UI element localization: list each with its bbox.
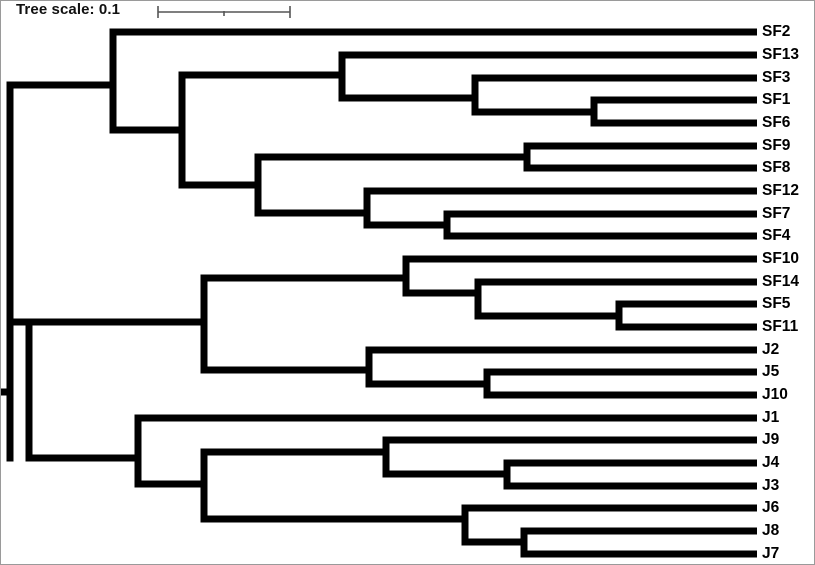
tip-label-sf11[interactable]: SF11 bbox=[762, 318, 799, 335]
tip-label-sf5[interactable]: SF5 bbox=[762, 295, 791, 312]
tip-label-j4[interactable]: J4 bbox=[762, 454, 780, 471]
tip-label-j2[interactable]: J2 bbox=[762, 341, 780, 358]
tip-label-j1[interactable]: J1 bbox=[762, 409, 780, 426]
tip-label-j8[interactable]: J8 bbox=[762, 522, 780, 539]
tip-label-j9[interactable]: J9 bbox=[762, 431, 780, 448]
tip-label-sf2[interactable]: SF2 bbox=[762, 23, 791, 40]
tree-scale-label: Tree scale: 0.1 bbox=[16, 1, 121, 18]
tip-label-j3[interactable]: J3 bbox=[762, 477, 780, 494]
tip-label-j7[interactable]: J7 bbox=[762, 545, 780, 562]
tip-label-sf9[interactable]: SF9 bbox=[762, 137, 791, 154]
tip-label-sf14[interactable]: SF14 bbox=[762, 273, 800, 290]
tip-label-j6[interactable]: J6 bbox=[762, 499, 780, 516]
tip-label-j5[interactable]: J5 bbox=[762, 363, 780, 380]
scale-bar bbox=[157, 6, 291, 18]
tip-label-sf6[interactable]: SF6 bbox=[762, 114, 791, 131]
tip-label-sf7[interactable]: SF7 bbox=[762, 205, 791, 222]
tip-label-sf3[interactable]: SF3 bbox=[762, 69, 791, 86]
tip-label-j10[interactable]: J10 bbox=[762, 386, 788, 403]
tip-label-sf1[interactable]: SF1 bbox=[762, 91, 791, 108]
tip-label-sf13[interactable]: SF13 bbox=[762, 46, 800, 63]
tip-label-sf8[interactable]: SF8 bbox=[762, 159, 791, 176]
tip-label-sf12[interactable]: SF12 bbox=[762, 182, 800, 199]
tip-label-sf10[interactable]: SF10 bbox=[762, 250, 800, 267]
tree-branches bbox=[0, 28, 757, 558]
tip-label-sf4[interactable]: SF4 bbox=[762, 227, 791, 244]
